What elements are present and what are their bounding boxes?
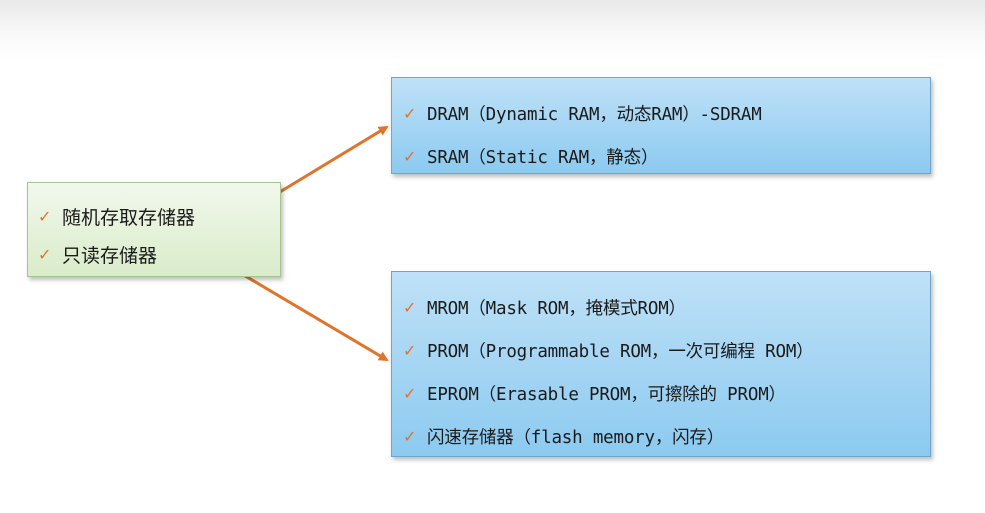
list-item-flash: ✓ 闪速存储器（flash memory，闪存） (403, 415, 930, 458)
item-label: SRAM（Static RAM，静态） (427, 148, 659, 168)
list-item-prom: ✓ PROM（Programmable ROM，一次可编程 ROM） (403, 329, 930, 372)
check-icon: ✓ (403, 104, 417, 123)
item-label: PROM（Programmable ROM，一次可编程 ROM） (427, 342, 814, 362)
list-item-ram: ✓ 随机存取存储器 (38, 197, 280, 235)
check-icon: ✓ (38, 206, 52, 226)
item-label: 只读存储器 (62, 244, 158, 267)
list-item-sram: ✓ SRAM（Static RAM，静态） (403, 135, 930, 178)
check-icon: ✓ (403, 341, 417, 360)
item-label: 闪速存储器（flash memory，闪存） (427, 428, 725, 448)
rom-types-box: ✓ MROM（Mask ROM，掩模式ROM） ✓ PROM（Programma… (391, 271, 931, 457)
check-icon: ✓ (38, 244, 52, 264)
check-icon: ✓ (403, 384, 417, 403)
check-icon: ✓ (403, 427, 417, 446)
list-item-eprom: ✓ EPROM（Erasable PROM，可擦除的 PROM） (403, 372, 930, 415)
item-label: DRAM（Dynamic RAM，动态RAM）-SDRAM (427, 105, 762, 125)
memory-types-box: ✓ 随机存取存储器 ✓ 只读存储器 (27, 182, 281, 277)
check-icon: ✓ (403, 147, 417, 166)
ram-types-box: ✓ DRAM（Dynamic RAM，动态RAM）-SDRAM ✓ SRAM（S… (391, 77, 931, 174)
item-label: 随机存取存储器 (62, 206, 196, 229)
list-item-rom: ✓ 只读存储器 (38, 235, 280, 273)
list-item-dram: ✓ DRAM（Dynamic RAM，动态RAM）-SDRAM (403, 92, 930, 135)
item-label: MROM（Mask ROM，掩模式ROM） (427, 299, 686, 319)
arrow-to-ram (264, 125, 389, 203)
check-icon: ✓ (403, 298, 417, 317)
list-item-mrom: ✓ MROM（Mask ROM，掩模式ROM） (403, 286, 930, 329)
item-label: EPROM（Erasable PROM，可擦除的 PROM） (427, 385, 786, 405)
